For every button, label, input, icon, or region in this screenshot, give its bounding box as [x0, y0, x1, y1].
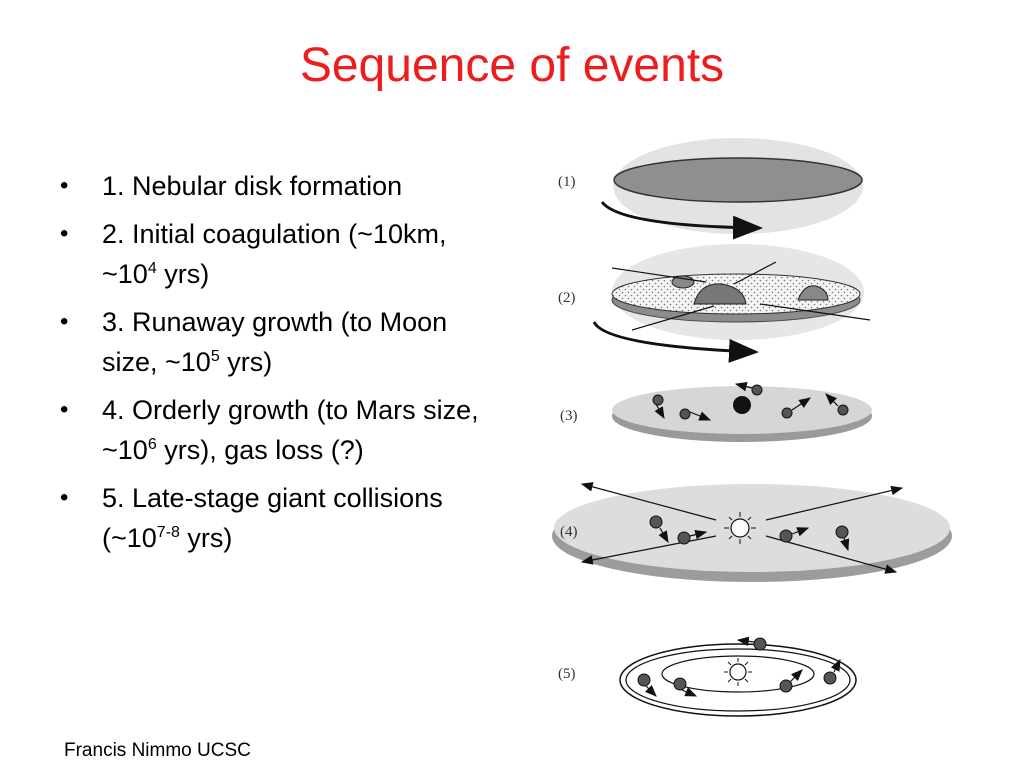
bullet-exponent: 4 — [147, 260, 157, 277]
bullet-dot-icon: • — [60, 308, 69, 335]
bullet-exponent: 6 — [147, 436, 157, 453]
bullet-text-end: yrs) — [179, 523, 233, 553]
stage-4-body — [677, 531, 691, 545]
bullet-text: 3. Runaway growth (to Moon size, ~10 — [102, 307, 448, 377]
stage-2-line — [733, 261, 777, 285]
stage-3-body — [751, 384, 763, 396]
stage-5-inner-orbit — [661, 655, 815, 693]
stage-4-body — [779, 529, 793, 543]
stage-1-rotation-arrow — [600, 200, 763, 240]
stage-2-line — [759, 303, 871, 321]
stage-4-velocity-arrow — [689, 529, 708, 540]
bullet-item: • 3. Runaway growth (to Moon size, ~105 y… — [58, 302, 488, 382]
sun-icon — [724, 512, 756, 544]
stage-5-velocity-arrow — [830, 658, 841, 673]
stage-3-velocity-arrow — [654, 403, 665, 420]
stage-label: (1) — [558, 174, 576, 190]
stage-4-outflow-arrow — [765, 485, 904, 521]
bullet-item: •5. Late-stage giant collisions (~107-8 … — [58, 478, 488, 558]
slide-footer: Francis Nimmo UCSC — [64, 740, 251, 761]
stage-3-velocity-arrow — [825, 393, 839, 407]
bullet-dot-icon: • — [60, 172, 69, 199]
stage-5-velocity-arrow — [644, 684, 657, 697]
stage-3-body — [679, 408, 691, 420]
stage-1-disk — [613, 157, 863, 203]
stage-3-runaway-growth: (3) — [560, 381, 872, 442]
stage-2-rotation-arrow — [592, 321, 759, 363]
stage-2-line — [611, 267, 707, 283]
stage-4-outflow-arrow — [580, 482, 717, 521]
stage-1-nebular-disk: (1) — [558, 138, 863, 240]
bullet-item: • 1. Nebular disk formation — [58, 166, 488, 206]
stage-5-outer-orbit-inner-ring — [625, 648, 851, 712]
stage-label: (5) — [558, 666, 576, 682]
stage-2-planetesimal — [797, 285, 829, 301]
bullet-dot-icon: • — [60, 484, 69, 511]
stage-4-velocity-arrow — [791, 527, 810, 537]
bullet-text-end: yrs) — [156, 259, 210, 289]
bullet-item: • 4. Orderly growth (to Mars size, ~106 y… — [58, 390, 488, 470]
stage-5-planet — [673, 677, 687, 691]
stage-4-orderly-growth: (4) — [552, 482, 952, 582]
bullet-item: • 2. Initial coagulation (~10km, ~104 yrs… — [58, 214, 488, 294]
sun-icon — [724, 658, 752, 686]
stage-3-body — [652, 394, 664, 406]
stage-3-large-body — [733, 396, 751, 414]
stage-5-velocity-arrow — [736, 636, 755, 647]
stage-4-outflow-arrow — [580, 535, 717, 565]
stage-3-velocity-arrow — [734, 381, 753, 392]
stage-5-velocity-arrow — [681, 687, 698, 697]
bullet-text-end: yrs) — [219, 347, 273, 377]
bullet-dot-icon: • — [60, 396, 69, 423]
bullet-text: 2. Initial coagulation (~10km, ~10 — [102, 219, 447, 289]
stage-label: (4) — [560, 524, 578, 540]
stage-3-velocity-arrow — [689, 411, 712, 421]
stage-2-planetesimal — [693, 283, 747, 305]
stage-2-coagulation: (2) — [558, 244, 871, 363]
bullet-text: 4. Orderly growth (to Mars size, ~10 — [102, 395, 479, 465]
stage-5-velocity-arrow — [789, 669, 803, 683]
stage-4-body — [649, 515, 663, 529]
stage-5-planet — [753, 637, 767, 651]
stage-4-velocity-arrow — [658, 527, 669, 544]
stage-3-body — [781, 407, 793, 419]
bullet-text: 5. Late-stage giant collisions (~10 — [102, 483, 443, 553]
stage-5-planet — [637, 673, 651, 687]
stage-4-velocity-arrow — [840, 537, 850, 552]
stage-label: (2) — [558, 290, 576, 306]
planet-formation-diagram: (1) (2) (3) — [552, 138, 952, 717]
stage-3-body — [837, 404, 849, 416]
stage-5-giant-collisions: (5) — [558, 636, 857, 717]
stage-4-body — [835, 525, 849, 539]
stage-3-velocity-arrow — [791, 397, 811, 411]
stage-5-planet — [823, 671, 837, 685]
bullet-text-end: yrs), gas loss (?) — [156, 435, 364, 465]
bullet-text: 1. Nebular disk formation — [102, 171, 403, 201]
bullet-dot-icon: • — [60, 220, 69, 247]
stage-5-planet — [779, 679, 793, 693]
bullet-exponent: 5 — [210, 348, 220, 365]
bullet-exponent: 7-8 — [156, 524, 180, 541]
stage-label: (3) — [560, 408, 578, 424]
bullet-list: • 1. Nebular disk formation • 2. Initial c… — [58, 166, 488, 566]
stage-2-line — [631, 305, 715, 331]
slide-title: Sequence of events — [299, 39, 725, 92]
